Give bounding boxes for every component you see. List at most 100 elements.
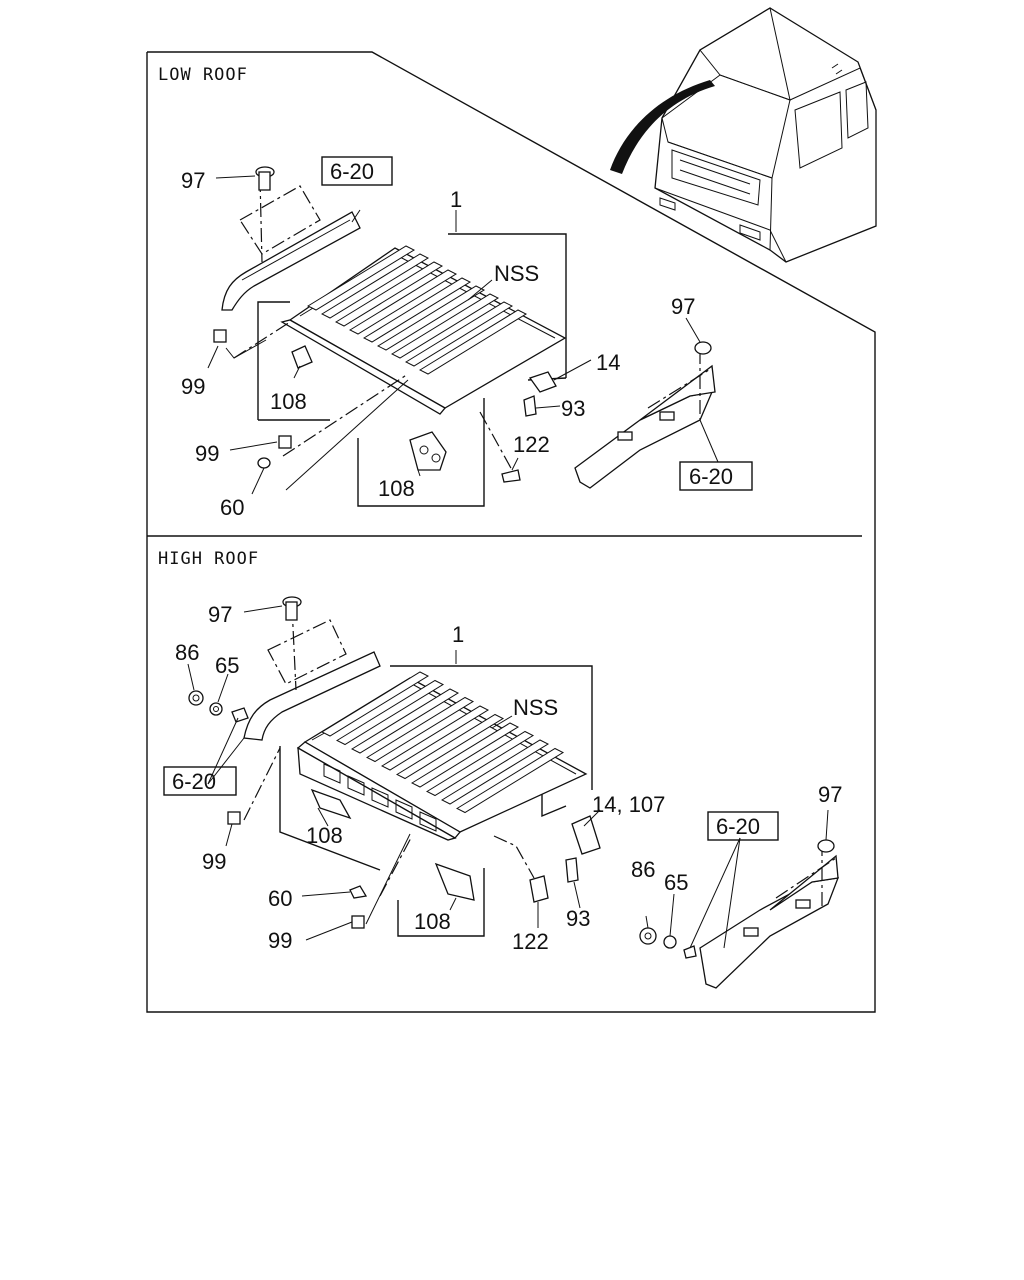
ref-box-6-20-low-b: 6-20 [679,461,753,491]
seal-122-low [501,469,521,483]
label-97-high-b: 97 [818,782,842,807]
washer-65-high-left [209,702,223,716]
ref-box-6-20-high-b: 6-20 [707,811,779,841]
screw-97-low-left [215,166,275,191]
roof-rib [455,747,565,814]
svg-text:6-20: 6-20 [172,769,216,794]
pillar-trim-right-low [574,317,716,489]
label-97-high-a: 97 [208,602,232,627]
high-roof-group [187,596,840,989]
label-99-high-b: 99 [268,928,292,953]
roof-rib [320,671,430,737]
bolt-93-high [565,857,579,883]
bracket-14-107-high [571,815,601,855]
label-108-low-b: 108 [378,476,415,501]
bolt-93-low [523,395,537,417]
roof-highlight-marker [610,80,715,174]
svg-text:6-20: 6-20 [689,464,733,489]
labels-high-roof: 97 86 65 6-20 1 NSS 14, 107 99 108 60 99… [163,602,842,954]
callout-bracket-1-high [390,665,593,790]
roof-vent-opening [371,787,389,808]
roof-rib [348,269,458,335]
roof-rib [365,696,475,763]
label-108-low-a: 108 [270,389,307,414]
roof-rib [410,722,520,788]
roof-vent-opening [395,799,413,820]
label-99-low-a: 99 [181,374,205,399]
label-99-low-b: 99 [195,441,219,466]
roof-rib [306,245,416,311]
roof-rib [350,688,460,754]
roof-rib [380,705,490,771]
low-roof-group [207,166,719,507]
label-108-high-a: 108 [306,823,343,848]
roof-rib [334,261,444,327]
roof-rib [376,285,486,351]
washer-65-high-right [663,935,677,949]
clip-99-low-a [213,329,227,343]
truck-cab-illustration [610,7,877,263]
roof-rib [425,730,535,797]
label-122-low: 122 [513,432,550,457]
screw-97-high-left [243,596,302,621]
grommet-86-high-right [639,927,657,945]
label-99-high-a: 99 [202,849,226,874]
label-14-107-high: 14, 107 [592,792,665,817]
clip-99-high-a [227,811,241,825]
roof-rib [404,301,514,367]
section-title-high-roof: HIGH ROOF [158,549,259,569]
ref-box-6-20-low-a: 6-20 [321,156,393,186]
plug-60-high [349,885,368,899]
svg-text:6-20: 6-20 [330,159,374,184]
label-93-low: 93 [561,396,585,421]
label-nss-low: NSS [494,261,539,286]
label-1-low: 1 [450,187,462,212]
label-97-low-b: 97 [671,294,695,319]
bracket-108-high-a [310,788,352,820]
labels-low-roof: 97 6-20 1 NSS 14 93 99 108 99 60 108 122… [181,156,753,520]
bracket-108-high-b [434,862,475,901]
side-rail-left-high [243,605,381,741]
roof-rib [362,277,472,343]
svg-text:6-20: 6-20 [716,814,760,839]
label-14-low: 14 [596,350,620,375]
section-title-low-roof: LOW ROOF [158,65,248,85]
roof-vent-opening [347,775,365,796]
clip-high-left [231,707,249,723]
label-86-high-a: 86 [175,640,199,665]
label-60-high: 60 [268,886,292,911]
ref-box-6-20-high-a: 6-20 [163,766,237,796]
roof-rib [390,293,500,359]
label-1-high: 1 [452,622,464,647]
roof-panel-high [296,671,588,841]
roof-rib [335,679,445,746]
plug-60-low [257,457,271,469]
roof-rib [418,309,528,375]
roof-panel-low [280,245,567,415]
grommet-86-high-left [188,690,204,706]
label-122-high: 122 [512,929,549,954]
bracket-108-low-a [291,345,313,369]
roof-rib [440,739,550,805]
clip-99-high-b [351,915,365,929]
clip-99-low-b [278,435,292,449]
label-60-low: 60 [220,495,244,520]
label-65-high-b: 65 [664,870,688,895]
roof-rib [395,713,505,780]
label-nss-high: NSS [513,695,558,720]
seal-122-high [529,875,549,903]
side-rail-left-low [221,177,361,311]
bracket-14-low [528,371,557,393]
label-97-low-a: 97 [181,168,205,193]
roof-vent-opening [419,811,437,832]
diagram-frame [146,51,876,1013]
label-86-high-b: 86 [631,857,655,882]
callout-bracket-1 [448,233,567,378]
label-93-high: 93 [566,906,590,931]
roof-vent-opening [323,763,341,784]
label-108-high-b: 108 [414,909,451,934]
pillar-trim-right-high [639,839,840,989]
label-65-high-a: 65 [215,653,239,678]
roof-rib [320,253,430,319]
